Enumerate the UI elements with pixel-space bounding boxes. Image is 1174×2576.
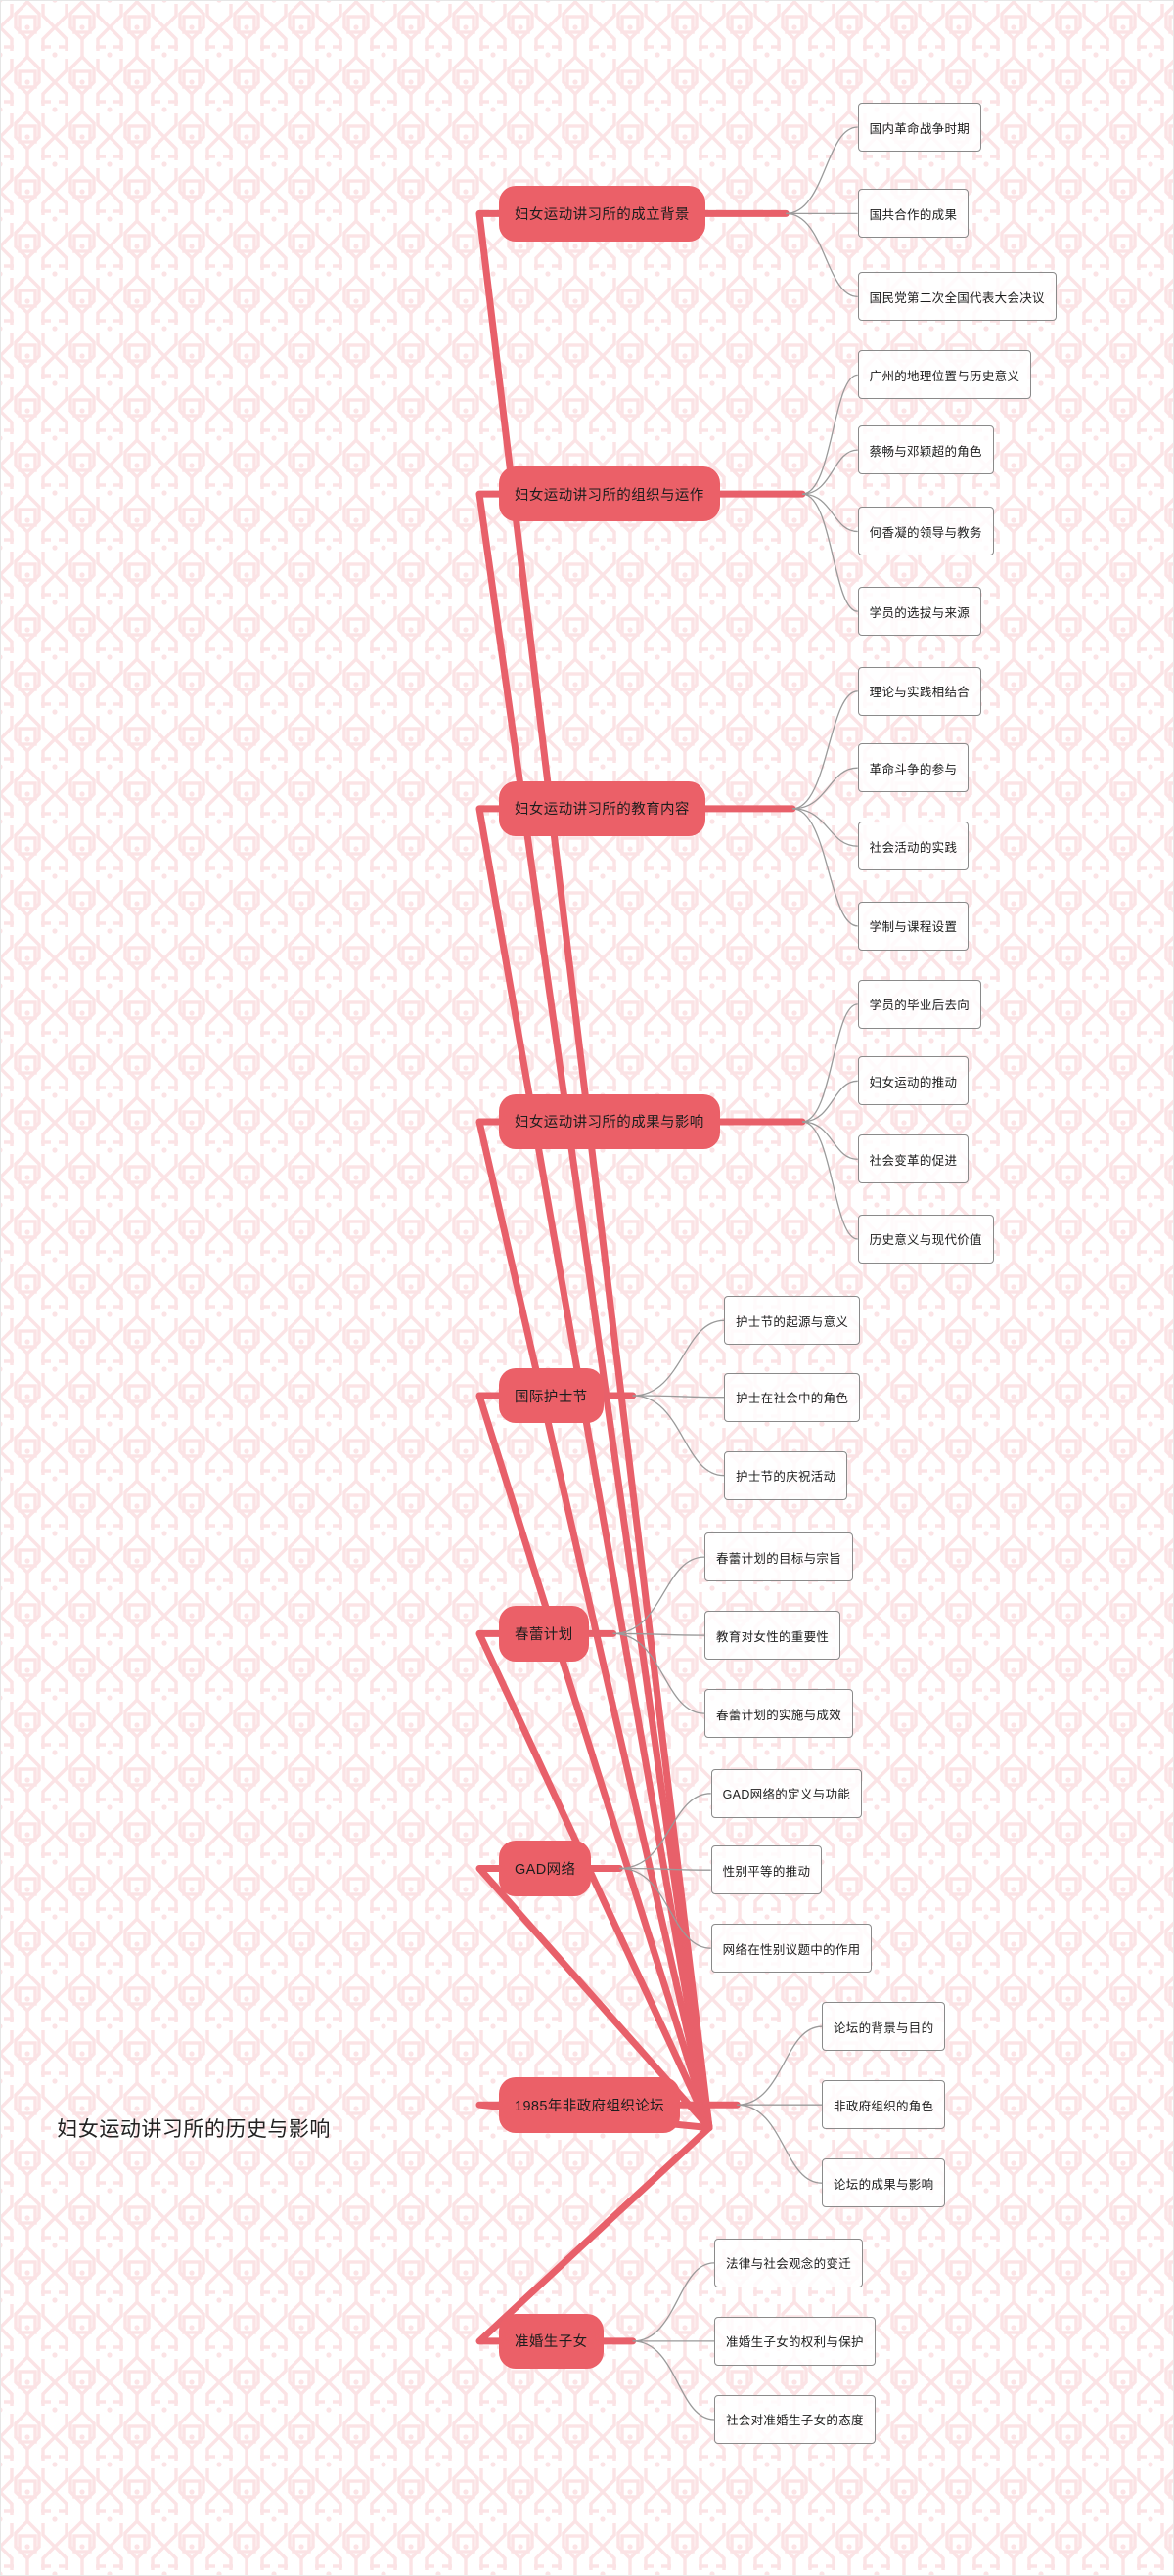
leaf-kmt-second-congress-resolution-label: 国民党第二次全国代表大会决议 [869, 290, 1045, 305]
leaf-network-role-gender-issues[interactable]: 网络在性别议题中的作用 [710, 1924, 873, 1974]
leaf-spring-bud-goals-purpose[interactable]: 春蕾计划的目标与宗旨 [704, 1532, 854, 1582]
leaf-revolutionary-struggle-participation-label: 革命斗争的参与 [869, 762, 958, 777]
leaf-spring-bud-goals-purpose-label: 春蕾计划的目标与宗旨 [716, 1551, 842, 1566]
leaf-nurses-day-celebration-label: 护士节的庆祝活动 [736, 1470, 836, 1485]
leaf-women-movement-promotion-label: 妇女运动的推动 [869, 1075, 958, 1089]
leaf-system-curriculum-label: 学制与课程设置 [869, 920, 958, 935]
leaf-kmt-cpc-cooperation-result-label: 国共合作的成果 [869, 207, 958, 222]
leaf-kmt-second-congress-resolution[interactable]: 国民党第二次全国代表大会决议 [857, 272, 1057, 322]
branch-education-content[interactable]: 妇女运动讲习所的教育内容 [499, 780, 705, 837]
branch-gad-network-label: GAD网络 [515, 1861, 576, 1878]
leaf-social-reform-advance-label: 社会变革的促进 [869, 1153, 958, 1168]
leaf-cai-chang-deng-yingchao-role-label: 蔡畅与邓颖超的角色 [869, 444, 982, 459]
leaf-nurses-day-origin-meaning[interactable]: 护士节的起源与意义 [724, 1296, 861, 1346]
leaf-forum-results-influence[interactable]: 论坛的成果与影响 [822, 2158, 946, 2208]
branch-establishment-background[interactable]: 妇女运动讲习所的成立背景 [499, 186, 705, 242]
leaf-gad-definition-function[interactable]: GAD网络的定义与功能 [710, 1768, 863, 1818]
leaf-domestic-revolutionary-war-period[interactable]: 国内革命战争时期 [857, 103, 982, 153]
leaf-system-curriculum[interactable]: 学制与课程设置 [857, 901, 970, 951]
leaf-gad-definition-function-label: GAD网络的定义与功能 [722, 1788, 851, 1802]
leaf-kmt-cpc-cooperation-result[interactable]: 国共合作的成果 [857, 189, 970, 239]
leaf-social-activity-practice[interactable]: 社会活动的实践 [857, 822, 970, 871]
leaf-domestic-revolutionary-war-period-label: 国内革命战争时期 [869, 121, 971, 136]
leaf-he-xiangning-leadership[interactable]: 何香凝的领导与教务 [857, 507, 994, 556]
leaf-student-selection-source[interactable]: 学员的选拔与来源 [857, 587, 982, 637]
leaf-rights-protection-label: 准婚生子女的权利与保护 [726, 2335, 864, 2350]
leaf-theory-practice-combined-label: 理论与实践相结合 [869, 686, 971, 700]
leaf-forum-results-influence-label: 论坛的成果与影响 [834, 2177, 934, 2192]
branch-children-born-before-marriage-label: 准婚生子女 [515, 2334, 588, 2351]
leaf-nurse-role-in-society[interactable]: 护士在社会中的角色 [724, 1372, 861, 1422]
leaf-rights-protection[interactable]: 准婚生子女的权利与保护 [714, 2316, 876, 2366]
leaf-historic-modern-value[interactable]: 历史意义与现代价值 [857, 1214, 994, 1264]
leaf-nurses-day-celebration[interactable]: 护士节的庆祝活动 [724, 1450, 848, 1500]
leaf-ngo-role[interactable]: 非政府组织的角色 [822, 2080, 946, 2130]
branch-gad-network[interactable]: GAD网络 [499, 1841, 592, 1896]
leaf-graduate-destination[interactable]: 学员的毕业后去向 [857, 979, 982, 1029]
leaf-graduate-destination-label: 学员的毕业后去向 [869, 999, 971, 1013]
leaf-education-importance-women[interactable]: 教育对女性的重要性 [704, 1611, 841, 1661]
branch-spring-bud-program-label: 春蕾计划 [515, 1626, 573, 1643]
leaf-law-social-concept-change[interactable]: 法律与社会观念的变迁 [714, 2238, 864, 2287]
leaf-spring-bud-implementation-label: 春蕾计划的实施与成效 [716, 1708, 842, 1722]
leaf-nurse-role-in-society-label: 护士在社会中的角色 [736, 1392, 849, 1406]
leaf-social-attitude[interactable]: 社会对准婚生子女的态度 [714, 2394, 876, 2444]
branch-organization-operation[interactable]: 妇女运动讲习所的组织与运作 [499, 466, 720, 522]
leaf-social-attitude-label: 社会对准婚生子女的态度 [726, 2414, 864, 2428]
leaf-social-activity-practice-label: 社会活动的实践 [869, 840, 958, 855]
leaf-education-importance-women-label: 教育对女性的重要性 [716, 1629, 830, 1644]
leaf-forum-background-purpose[interactable]: 论坛的背景与目的 [822, 2002, 946, 2052]
branch-spring-bud-program[interactable]: 春蕾计划 [499, 1606, 589, 1662]
leaf-revolutionary-struggle-participation[interactable]: 革命斗争的参与 [857, 743, 970, 793]
leaf-nurses-day-origin-meaning-label: 护士节的起源与意义 [736, 1314, 849, 1329]
branch-achievements-influence-label: 妇女运动讲习所的成果与影响 [515, 1115, 704, 1132]
leaf-gender-equality-promotion[interactable]: 性别平等的推动 [710, 1845, 823, 1895]
branch-achievements-influence[interactable]: 妇女运动讲习所的成果与影响 [499, 1093, 720, 1150]
branch-establishment-background-label: 妇女运动讲习所的成立背景 [515, 206, 690, 223]
branch-children-born-before-marriage[interactable]: 准婚生子女 [499, 2313, 604, 2370]
leaf-historic-modern-value-label: 历史意义与现代价值 [869, 1233, 982, 1248]
leaf-ngo-role-label: 非政府组织的角色 [834, 2099, 934, 2113]
leaf-guangzhou-geography-history-label: 广州的地理位置与历史意义 [869, 369, 1020, 383]
leaf-theory-practice-combined[interactable]: 理论与实践相结合 [857, 666, 982, 716]
leaf-gender-equality-promotion-label: 性别平等的推动 [722, 1864, 811, 1879]
branch-international-nurses-day[interactable]: 国际护士节 [499, 1367, 604, 1424]
root-node-label: 妇女运动讲习所的历史与影响 [57, 2117, 331, 2141]
root-node[interactable]: 妇女运动讲习所的历史与影响 [57, 2100, 709, 2155]
branch-organization-operation-label: 妇女运动讲习所的组织与运作 [515, 487, 704, 504]
leaf-spring-bud-implementation[interactable]: 春蕾计划的实施与成效 [704, 1689, 854, 1739]
branch-education-content-label: 妇女运动讲习所的教育内容 [515, 802, 690, 819]
leaf-law-social-concept-change-label: 法律与社会观念的变迁 [726, 2257, 852, 2272]
leaf-network-role-gender-issues-label: 网络在性别议题中的作用 [722, 1942, 861, 1957]
leaf-cai-chang-deng-yingchao-role[interactable]: 蔡畅与邓颖超的角色 [857, 425, 994, 475]
branch-international-nurses-day-label: 国际护士节 [515, 1389, 588, 1405]
leaf-women-movement-promotion[interactable]: 妇女运动的推动 [857, 1056, 970, 1106]
leaf-student-selection-source-label: 学员的选拔与来源 [869, 605, 971, 620]
leaf-forum-background-purpose-label: 论坛的背景与目的 [834, 2021, 934, 2035]
leaf-guangzhou-geography-history[interactable]: 广州的地理位置与历史意义 [857, 350, 1032, 400]
leaf-social-reform-advance[interactable]: 社会变革的促进 [857, 1134, 970, 1184]
leaf-he-xiangning-leadership-label: 何香凝的领导与教务 [869, 525, 982, 540]
trunk-edges [475, 209, 806, 2345]
